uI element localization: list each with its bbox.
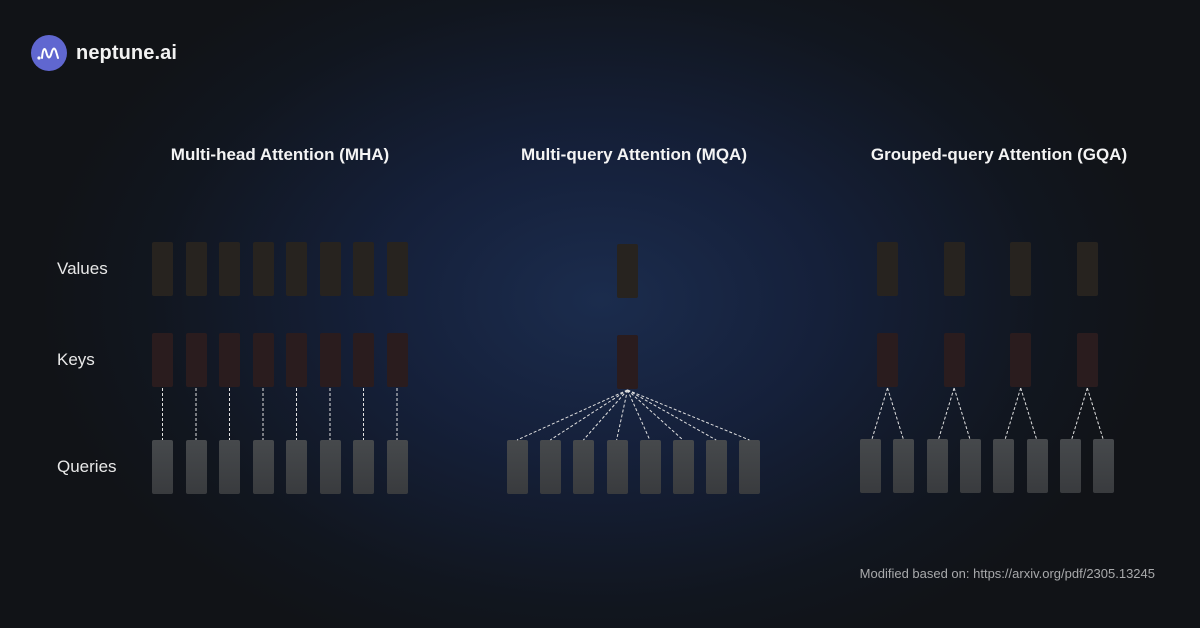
gqa-query-head [860, 439, 881, 493]
mha-value-head [219, 242, 240, 296]
mha-key-head [185, 333, 207, 387]
mha-query-head [185, 440, 207, 494]
mha-title: Multi-head Attention (MHA) [170, 145, 390, 164]
mqa-query-head [706, 440, 728, 494]
source-credit: Modified based on: https://arxiv.org/pdf… [859, 566, 1155, 581]
mqa-query-head [606, 440, 628, 494]
gqa-query-head [993, 439, 1015, 493]
gqa-query-head [959, 439, 981, 493]
values-label: Values [57, 259, 108, 278]
mqa-key-head [617, 335, 638, 389]
mqa-query-head [507, 440, 528, 494]
brand-name: neptune.ai [76, 41, 178, 64]
mqa-query-head [639, 440, 661, 494]
connector-line [1071, 387, 1088, 440]
connector-line [1004, 387, 1022, 440]
mha-key-head [252, 333, 274, 387]
mha-key-head [319, 333, 341, 387]
gqa-value-head [1076, 242, 1098, 296]
neptune-logo: neptune.ai [31, 35, 177, 71]
mha-query-head [386, 440, 408, 494]
connector-line [887, 387, 904, 440]
connector-line [549, 389, 628, 441]
connector-line [871, 387, 888, 440]
connector-line [1086, 387, 1104, 440]
gqa-query-head [1026, 439, 1048, 493]
mha-value-head [319, 242, 341, 296]
mha-value-head [152, 242, 173, 296]
connector-line [938, 387, 955, 440]
mqa-query-head [573, 440, 595, 494]
mqa-value-head [617, 244, 638, 298]
connector-line [627, 389, 717, 441]
mha-value-head [353, 242, 374, 296]
mha-query-head [219, 440, 240, 494]
mha-key-head [353, 333, 374, 387]
gqa-query-head [1093, 439, 1115, 493]
wave-logo-icon [31, 35, 67, 71]
mha-value-head [386, 242, 408, 296]
gqa-value-head [1010, 242, 1032, 296]
gqa-value-head [877, 242, 898, 296]
mha-query-head [319, 440, 341, 494]
gqa-query-head [926, 439, 948, 493]
mha-query-head [252, 440, 274, 494]
connector-line [627, 389, 651, 441]
connector-line [627, 389, 684, 441]
connector-line [953, 387, 971, 440]
mha-value-head [185, 242, 207, 296]
mqa-title: Multi-query Attention (MQA) [521, 145, 747, 164]
gqa-key-head [943, 333, 965, 387]
mqa-query-head [673, 440, 694, 494]
queries-label: Queries [57, 457, 117, 476]
mha-value-head [252, 242, 274, 296]
mha-query-head [286, 440, 307, 494]
mha-key-head [152, 333, 173, 387]
connector-line [1020, 387, 1037, 440]
mha-key-head [286, 333, 307, 387]
mha-query-head [152, 440, 173, 494]
connector-line [627, 389, 750, 441]
gqa-key-head [877, 333, 898, 387]
keys-label: Keys [57, 350, 95, 369]
gqa-key-head [1010, 333, 1032, 387]
connector-line [516, 389, 628, 441]
mqa-query-head [540, 440, 562, 494]
connector-line [616, 389, 628, 441]
mha-key-head [386, 333, 408, 387]
mha-key-head [219, 333, 240, 387]
gqa-value-head [943, 242, 965, 296]
gqa-title: Grouped-query Attention (GQA) [870, 145, 1128, 164]
gqa-key-head [1076, 333, 1098, 387]
gqa-query-head [893, 439, 915, 493]
mqa-query-head [739, 440, 761, 494]
connector-line [583, 389, 628, 441]
mha-value-head [286, 242, 307, 296]
gqa-query-head [1059, 439, 1081, 493]
mha-query-head [353, 440, 374, 494]
